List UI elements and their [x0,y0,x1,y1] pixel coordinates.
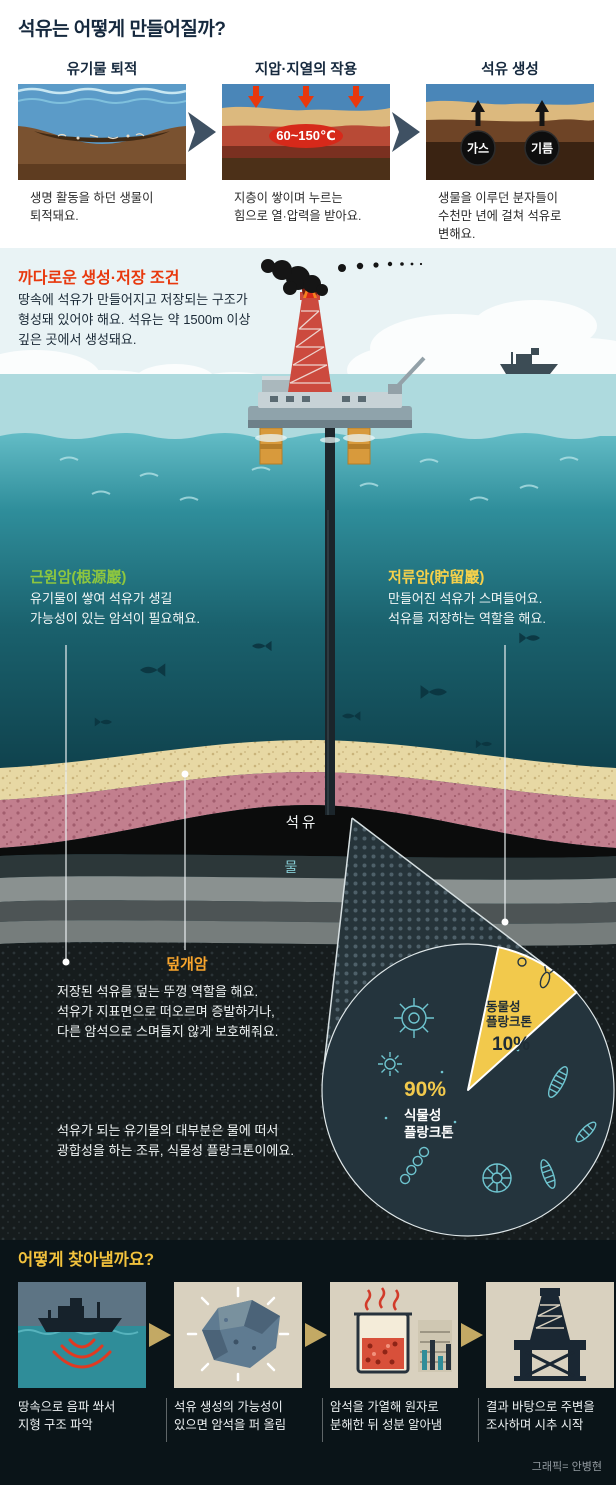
source-rock-title: 근원암(根源巖) [30,569,127,586]
caption-divider [478,1398,479,1442]
analysis-chart [418,1320,452,1372]
underground-cross-section [0,510,616,1240]
reservoir-rock-title: 저류암(貯留巖) [388,569,485,586]
stage-2-caption: 지층이 쌓이며 누르는 힘으로 열·압력을 받아요. [234,191,362,223]
discovery-step-4-figure [486,1282,614,1388]
cap-rock-body: 저장된 석유를 덮는 뚜껑 역할을 해요. 석유가 지표면으로 떠오르며 증발하… [57,984,279,1040]
discovery-step-1-figure [18,1282,146,1388]
credit: 그래픽= 안병현 [531,1461,602,1473]
discovery-title: 어떻게 찾아낼까요? [18,1251,155,1269]
cap-rock-layer [0,740,616,800]
page-title: 석유는 어떻게 만들어질까? [18,19,226,40]
caption-divider [166,1398,167,1442]
discovery-step-2-figure [174,1282,302,1388]
stage-3-caption: 생물을 이루던 분자들이 수천만 년에 걸쳐 석유로 변해요. [438,191,562,241]
flare-smoke-plume [261,259,423,298]
sea-surface [0,433,616,510]
foam [255,434,375,443]
plankton-note: 석유가 되는 유기물의 대부분은 물에 떠서 광합성을 하는 조류, 식물성 플… [57,1123,294,1159]
stage-2-figure: 60~150℃ [222,84,390,180]
stage-1-figure [17,84,187,180]
sonar-waves [52,1338,112,1369]
stage-arrow-icon [392,112,420,152]
discovery-step-3-figure [330,1282,458,1388]
stage-2-label: 지압·지열의 작용 [254,62,358,78]
stage-arrow-icon [188,112,216,152]
conditions-body: 땅속에 석유가 만들어지고 저장되는 구조가 형성돼 있어야 해요. 석유는 약… [18,292,251,348]
rock-strata [0,876,616,946]
reservoir-rock-body: 만들어진 석유가 스며들어요. 석유를 저장하는 역할을 해요. [388,591,546,626]
survey-ship [38,1298,122,1332]
oil-rig [248,259,426,510]
step-arrow-icon [149,1323,171,1347]
phytoplankton-percent: 90% [404,1078,447,1101]
gas-label: 가스 [466,141,490,156]
rock-sample [202,1300,280,1368]
cap-rock-title: 덮개암 [166,956,208,973]
source-rock-body: 유기물이 쌓여 석유가 생길 가능성이 있는 암석이 필요해요. [30,591,200,626]
sparkle-marks [186,1286,290,1382]
oil-trap [0,805,616,858]
oil-generation-illustration [426,84,594,180]
stage-3-figure: 가스 기름 [426,84,594,180]
beaker [354,1312,412,1374]
phytoplankton-label: 식물성 플랑크톤 [404,1108,454,1140]
wave-marks [59,456,579,501]
water-layer [0,854,616,880]
step-arrow-icon [305,1323,327,1347]
conditions-title: 까다로운 생성·저장 조건 [18,270,180,287]
drill-pipe [325,428,335,510]
water-label: 물 [284,859,298,875]
heat-lines [364,1287,400,1311]
temperature-badge: 60~150℃ [276,128,336,143]
organic-deposition-illustration [17,84,187,180]
oil-label: 석유 [285,815,319,832]
cargo-ship [500,348,558,374]
stage-1-caption: 생명 활동을 하던 생물이 퇴적돼요. [30,191,154,223]
oil-label-badge: 기름 [530,141,554,156]
step-arrow-icon [461,1323,483,1347]
ocean-scene-illustration [0,248,616,510]
plankton-drawings [378,957,597,1193]
discovery-step-4-caption: 결과 바탕으로 주변을 조사하며 시추 시작 [486,1400,595,1433]
zooplankton-percent: 10% [492,1034,531,1055]
stage-1-label: 유기물 퇴적 [66,62,138,78]
reservoir-rock-layer [0,772,616,848]
drill-pipe [325,510,335,815]
discovery-step-3-caption: 암석을 가열해 원자로 분해한 뒤 성분 알아냄 [330,1400,443,1433]
stage-3-label: 석유 생성 [481,62,539,78]
discovery-step-2-caption: 석유 생성의 가능성이 있으면 암석을 퍼 올림 [174,1400,287,1433]
pressure-heat-illustration [222,84,390,180]
discovery-step-1-caption: 땅속으로 음파 쏴서 지형 구조 파악 [18,1400,116,1433]
zooplankton-label: 동물성 플랑크톤 [486,1000,533,1029]
caption-divider [322,1398,323,1442]
zooplankton-wedge [467,946,578,1091]
